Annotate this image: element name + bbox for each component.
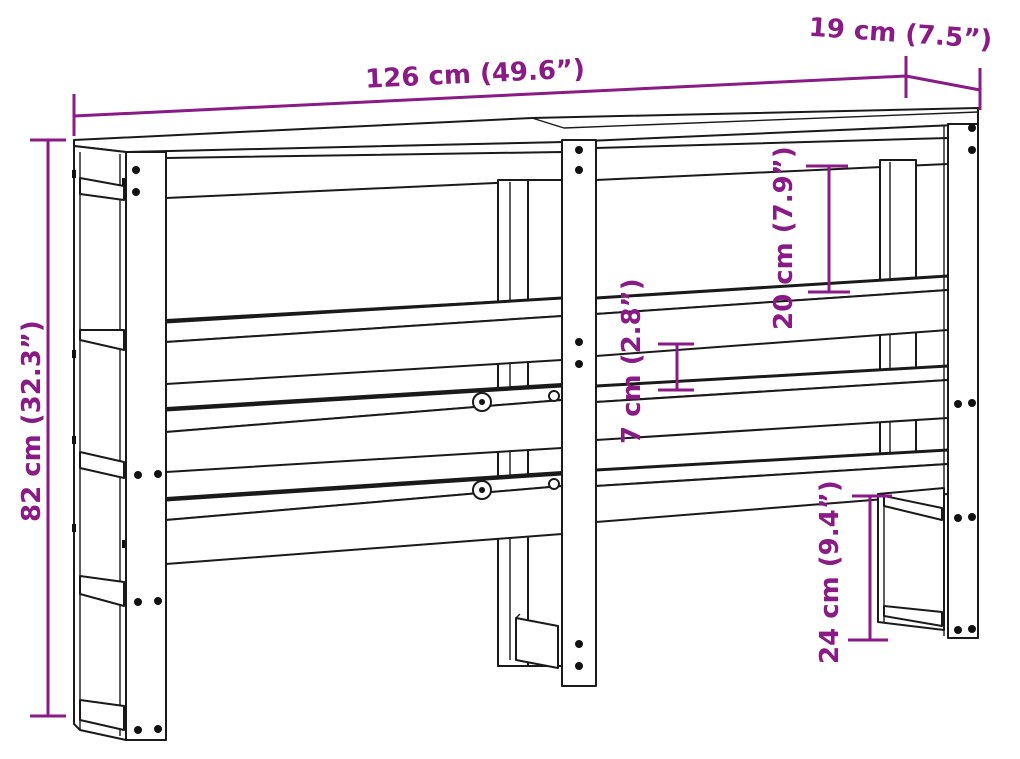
leg-height-dimension: 24 cm (9.4”)	[815, 480, 892, 664]
right-side-unit	[877, 487, 945, 631]
headboard-drawing	[72, 107, 979, 741]
depth-label: 19 cm (7.5”)	[808, 13, 993, 56]
center-post	[561, 139, 597, 687]
right-front-post	[943, 123, 979, 639]
left-side-unit	[72, 145, 127, 741]
shelves-left	[165, 296, 563, 565]
left-front-post	[125, 151, 167, 741]
center-foot-bracket	[515, 613, 559, 669]
shelf-gap-label: 7 cm (2.8”)	[617, 278, 647, 444]
height-label: 82 cm (32.3”)	[17, 320, 47, 522]
height-dimension: 82 cm (32.3”)	[17, 138, 66, 718]
depth-dimension: 19 cm (7.5”)	[808, 13, 993, 110]
width-label: 126 cm (49.6”)	[365, 54, 586, 94]
shelf-spacing-label: 20 cm (7.9”)	[769, 146, 799, 330]
dimension-annotations: 126 cm (49.6”) 19 cm (7.5”) 82 cm (32.3”…	[17, 13, 993, 718]
leg-height-label: 24 cm (9.4”)	[815, 480, 845, 664]
shelf-gap-dimension: 7 cm (2.8”)	[617, 278, 694, 444]
shelf-spacing-dimension: 20 cm (7.9”)	[769, 146, 850, 330]
